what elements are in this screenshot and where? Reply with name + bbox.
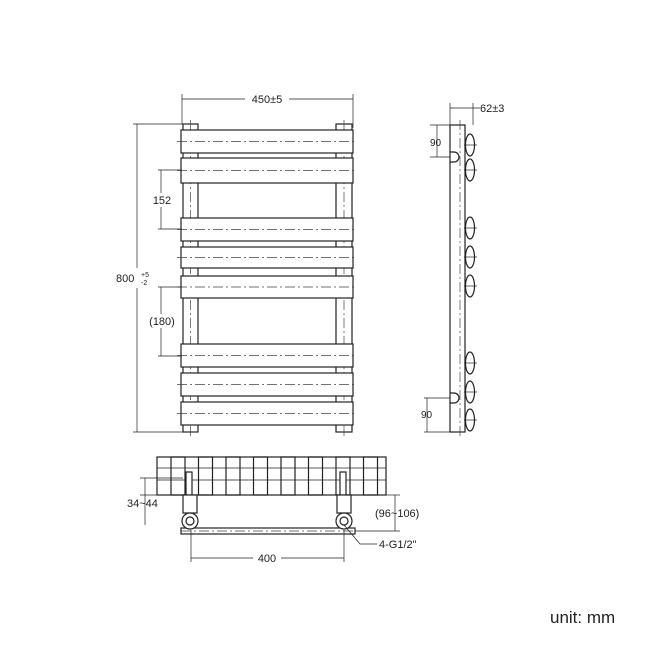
- bottom-bracket: [450, 392, 460, 404]
- wall-distance-dim: (96~106): [375, 508, 419, 520]
- top-bracket: [450, 151, 460, 163]
- front-dimensions: 450±5 800+5-2 152 (180): [116, 92, 354, 433]
- bar-end: [225, 456, 241, 496]
- bar-end: [197, 456, 214, 496]
- bar-end: [362, 456, 379, 496]
- unit-label: unit: mm: [550, 608, 615, 627]
- right-valve: [335, 471, 353, 530]
- bar-spacing-dim: 152: [153, 195, 171, 207]
- connection-label: 4-G1/2": [379, 539, 417, 551]
- pipe-centers-dim: 400: [258, 553, 276, 565]
- depth-dim: 62±3: [480, 103, 504, 115]
- left-valve: [181, 471, 199, 530]
- top-bracket-dim: 90: [430, 138, 442, 149]
- width-dim-label: 450±5: [252, 94, 283, 106]
- gap-dim: (180): [149, 316, 175, 328]
- bar-end: [252, 456, 269, 496]
- bottom-view: 400 34~44 (96~106) 4-G1/2": [127, 456, 419, 565]
- bar-end: [280, 456, 296, 496]
- height-dim-label: 800+5-2: [116, 272, 149, 287]
- valve-height-dim: 34~44: [127, 498, 158, 510]
- front-view: [177, 120, 357, 436]
- side-view: 62±3 90 90: [421, 103, 504, 436]
- bottom-bracket-dim: 90: [421, 410, 433, 421]
- bar-end: [307, 456, 324, 496]
